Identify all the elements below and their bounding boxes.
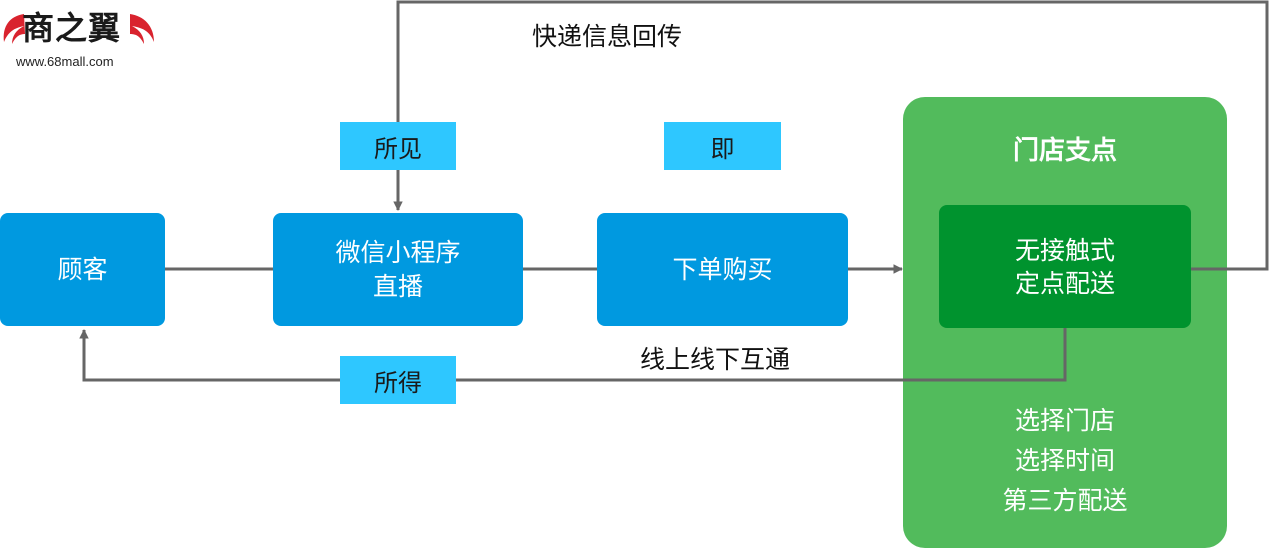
online-offline-label: 线上线下互通	[640, 345, 791, 374]
option-select-time: 选择时间	[1014, 446, 1115, 475]
logo-name: 商之翼	[22, 9, 122, 47]
right-wing-icon	[130, 14, 154, 44]
arrow-express-feedback	[393, 0, 1269, 271]
option-third-party: 第三方配送	[1002, 486, 1128, 515]
option-select-store: 选择门店	[1014, 406, 1115, 435]
tag-suojian: 所见	[340, 122, 456, 170]
place-order-box: 下单购买	[597, 213, 848, 326]
express-feedback-label: 快递信息回传	[532, 22, 683, 51]
wechat-live-box: 微信小程序 直播	[273, 213, 523, 326]
contactless-delivery-box: 无接触式 定点配送	[939, 205, 1191, 328]
store-panel-title: 门店支点	[1012, 136, 1117, 166]
logo-url: www.68mall.com	[16, 54, 114, 69]
tag-ji: 即	[664, 122, 781, 170]
left-wing-icon	[3, 14, 25, 44]
tag-suode: 所得	[340, 356, 456, 404]
arrow-return-customer	[79, 328, 1067, 382]
customer-box: 顾客	[0, 213, 165, 326]
logo: 商之翼 www.68mall.com	[0, 0, 170, 80]
